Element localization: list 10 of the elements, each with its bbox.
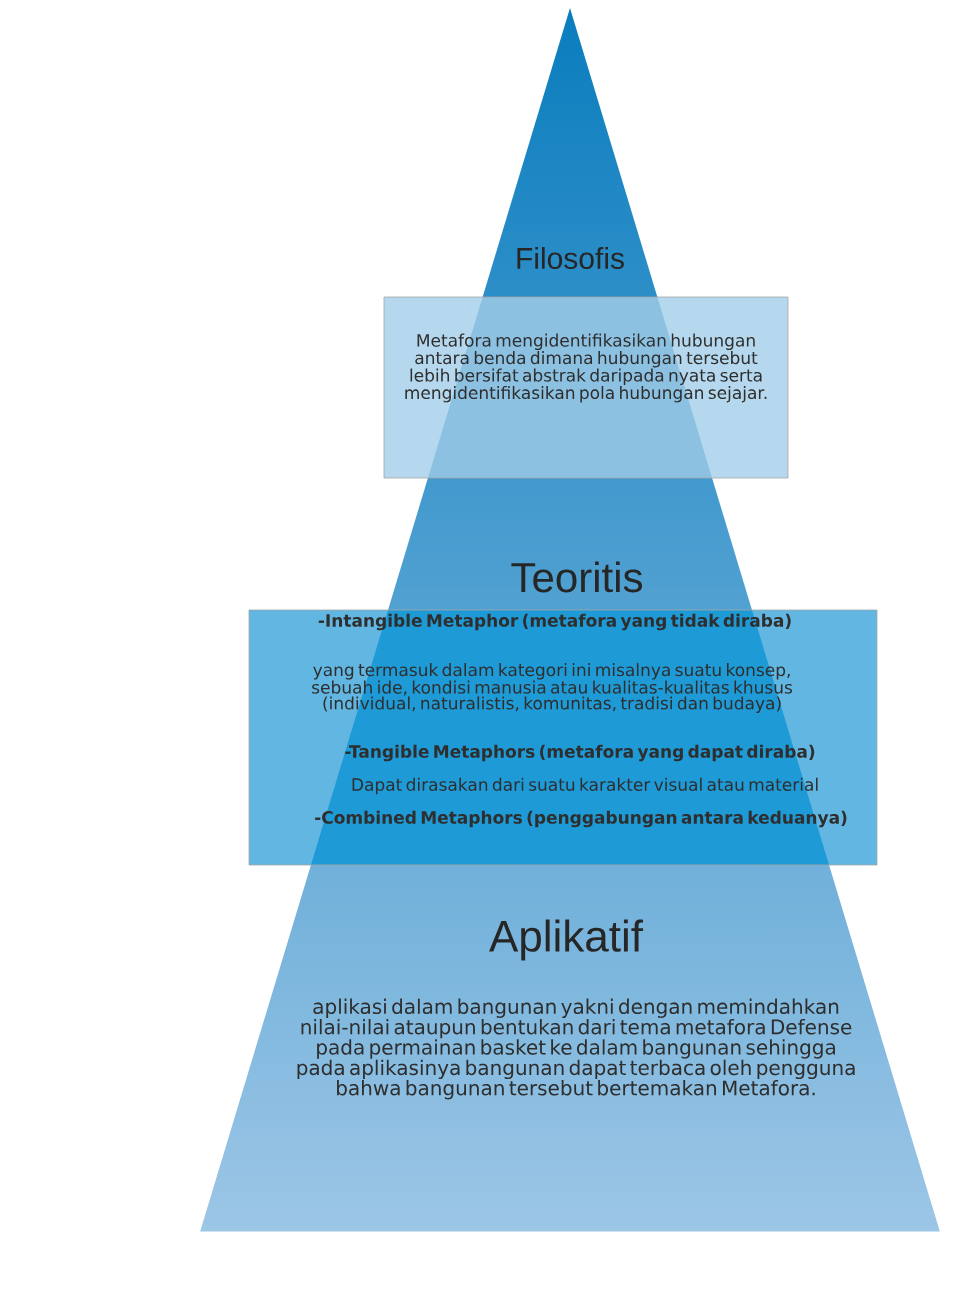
subheading: -Intangible Metaphor (metafora yang tidak diraba) bbox=[318, 613, 791, 631]
description-text: Dapat dirasakan dari suatu karakter visual atau material bbox=[352, 777, 818, 795]
description-text: Metafora mengidentifikasikan hubungan antara benda dimana hubungan tersebut lebih bersifat abstrak daripada nyata serta mengidentifikasikan pola hubungan sejajar. bbox=[405, 333, 767, 403]
level-heading: Teoritis bbox=[511, 561, 642, 593]
subheading: -Tangible Metaphors (metafora yang dapat diraba) bbox=[345, 744, 815, 762]
description-text: aplikasi dalam bangunan yakni dengan memindahkan nilai-nilai ataupun bentukan dari tema metafora Defense pada permainan basket ke dalam bangunan sehingga pada aplikasinya bangunan dapat terbaca oleh pengguna bahwa bangunan tersebut bertemakan Metafora. bbox=[297, 998, 855, 1100]
subheading: -Combined Metaphors (penggabungan antara keduanya) bbox=[315, 810, 847, 828]
description-text: yang termasuk dalam kategori ini misalnya suatu konsep, sebuah ide, kondisi manusia atau kualitas-kualitas khusus (individual, naturalistis, komunitas, tradisi dan budaya) bbox=[312, 663, 793, 713]
level-heading: Aplikatif bbox=[489, 919, 644, 961]
level-heading: Filosofis bbox=[517, 247, 624, 270]
